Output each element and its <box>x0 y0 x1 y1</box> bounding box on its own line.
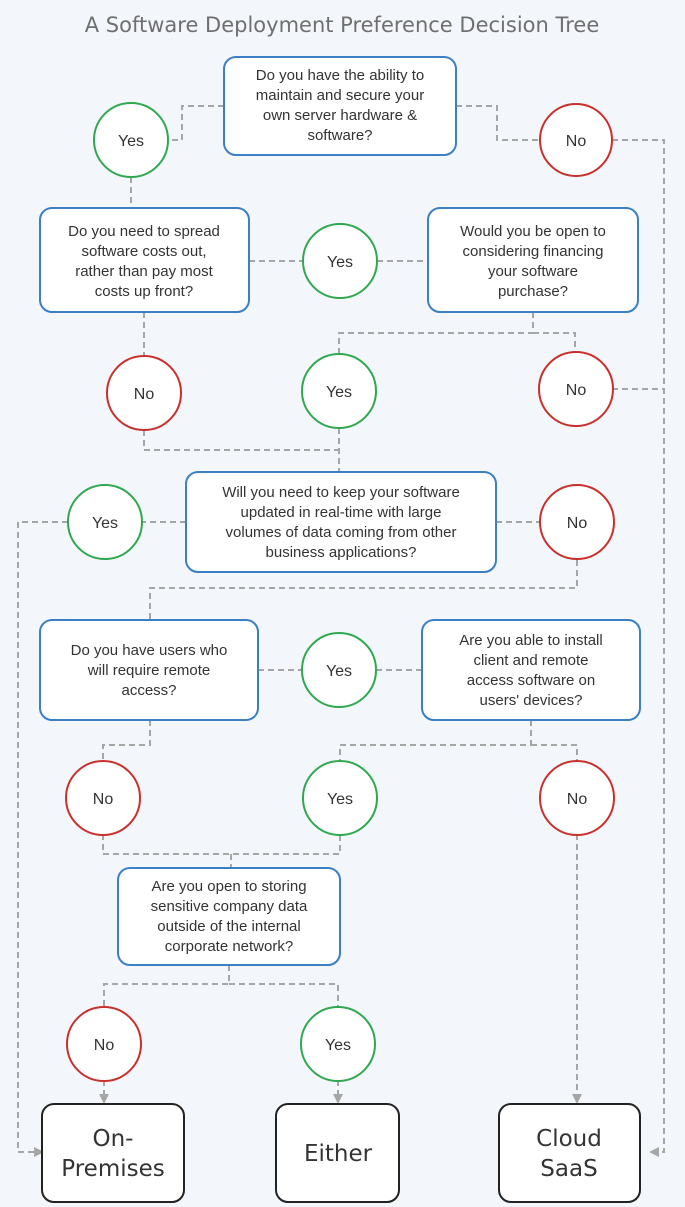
question-6-line-1: Are you able to install <box>459 632 602 649</box>
question-1-line-1: Do you have the ability to <box>256 67 424 84</box>
answer-no-3-label: No <box>566 382 587 399</box>
outcome-on-premises-line-1: On- <box>93 1126 134 1152</box>
question-3-line-2: considering financing <box>463 243 604 260</box>
question-7-line-3: outside of the internal <box>157 918 300 935</box>
question-7-line-2: sensitive company data <box>151 898 308 915</box>
outcome-cloud-saas: Cloud SaaS <box>498 1103 641 1203</box>
question-3-line-3: your software <box>488 263 578 280</box>
question-7: Are you open to storing sensitive compan… <box>117 867 341 966</box>
answer-yes-7: Yes <box>300 1006 376 1082</box>
question-4-line-1: Will you need to keep your software <box>222 484 460 501</box>
answer-no-4: No <box>539 484 615 560</box>
answer-yes-4: Yes <box>67 484 143 560</box>
question-1-line-3: own server hardware & <box>263 107 417 124</box>
question-6: Are you able to install client and remot… <box>421 619 641 721</box>
outcome-on-premises-line-2: Premises <box>61 1156 164 1182</box>
answer-yes-5-label: Yes <box>326 663 352 680</box>
answer-yes-2: Yes <box>302 223 378 299</box>
answer-yes-3-label: Yes <box>326 384 352 401</box>
answer-yes-2-label: Yes <box>327 254 353 271</box>
question-3: Would you be open to considering financi… <box>427 207 639 313</box>
answer-yes-6-label: Yes <box>327 791 353 808</box>
outcome-either: Either <box>275 1103 400 1203</box>
answer-yes-6: Yes <box>302 760 378 836</box>
question-2: Do you need to spread software costs out… <box>39 207 250 313</box>
answer-no-2: No <box>106 355 182 431</box>
question-5: Do you have users who will require remot… <box>39 619 259 721</box>
question-1-line-4: software? <box>307 127 372 144</box>
answer-no-6: No <box>539 760 615 836</box>
question-2-line-4: costs up front? <box>95 283 193 300</box>
answer-no-5-label: No <box>93 791 114 808</box>
question-1: Do you have the ability to maintain and … <box>223 56 457 156</box>
question-5-line-3: access? <box>121 682 176 699</box>
outcome-either-label: Either <box>304 1141 373 1167</box>
outcome-on-premises: On- Premises <box>41 1103 185 1203</box>
outcome-cloud-saas-line-2: SaaS <box>540 1156 597 1182</box>
answer-no-1: No <box>539 103 613 177</box>
diagram-title: A Software Deployment Preference Decisio… <box>85 13 600 37</box>
question-1-line-2: maintain and secure your <box>256 87 424 104</box>
answer-no-5: No <box>65 760 141 836</box>
question-6-line-2: client and remote <box>473 652 588 669</box>
answer-no-7-label: No <box>94 1037 115 1054</box>
question-7-line-4: corporate network? <box>165 938 293 955</box>
answer-yes-1: Yes <box>93 102 169 178</box>
question-5-line-2: will require remote <box>87 662 211 679</box>
answer-yes-1-label: Yes <box>118 133 144 150</box>
outcome-cloud-saas-line-1: Cloud <box>536 1126 602 1152</box>
answer-no-3: No <box>538 351 614 427</box>
question-6-line-4: users' devices? <box>480 692 583 709</box>
question-2-line-3: rather than pay most <box>75 263 213 280</box>
question-4-line-4: business applications? <box>266 544 417 561</box>
answer-yes-7-label: Yes <box>325 1037 351 1054</box>
question-3-line-4: purchase? <box>498 283 568 300</box>
question-7-line-1: Are you open to storing <box>151 878 306 895</box>
answer-yes-5: Yes <box>301 632 377 708</box>
question-4-line-3: volumes of data coming from other <box>226 524 457 541</box>
question-2-line-2: software costs out, <box>81 243 206 260</box>
answer-no-4-label: No <box>567 515 588 532</box>
answer-yes-3: Yes <box>301 353 377 429</box>
question-5-line-1: Do you have users who <box>71 642 228 659</box>
question-4: Will you need to keep your software upda… <box>185 471 497 573</box>
answer-no-6-label: No <box>567 791 588 808</box>
answer-no-7: No <box>66 1006 142 1082</box>
answer-no-2-label: No <box>134 386 155 403</box>
connectors <box>17 105 665 1157</box>
question-4-line-2: updated in real-time with large <box>241 504 442 521</box>
question-3-line-1: Would you be open to <box>460 223 606 240</box>
answer-no-1-label: No <box>566 133 587 150</box>
answer-yes-4-label: Yes <box>92 515 118 532</box>
question-2-line-1: Do you need to spread <box>68 223 220 240</box>
question-6-line-3: access software on <box>467 672 595 689</box>
